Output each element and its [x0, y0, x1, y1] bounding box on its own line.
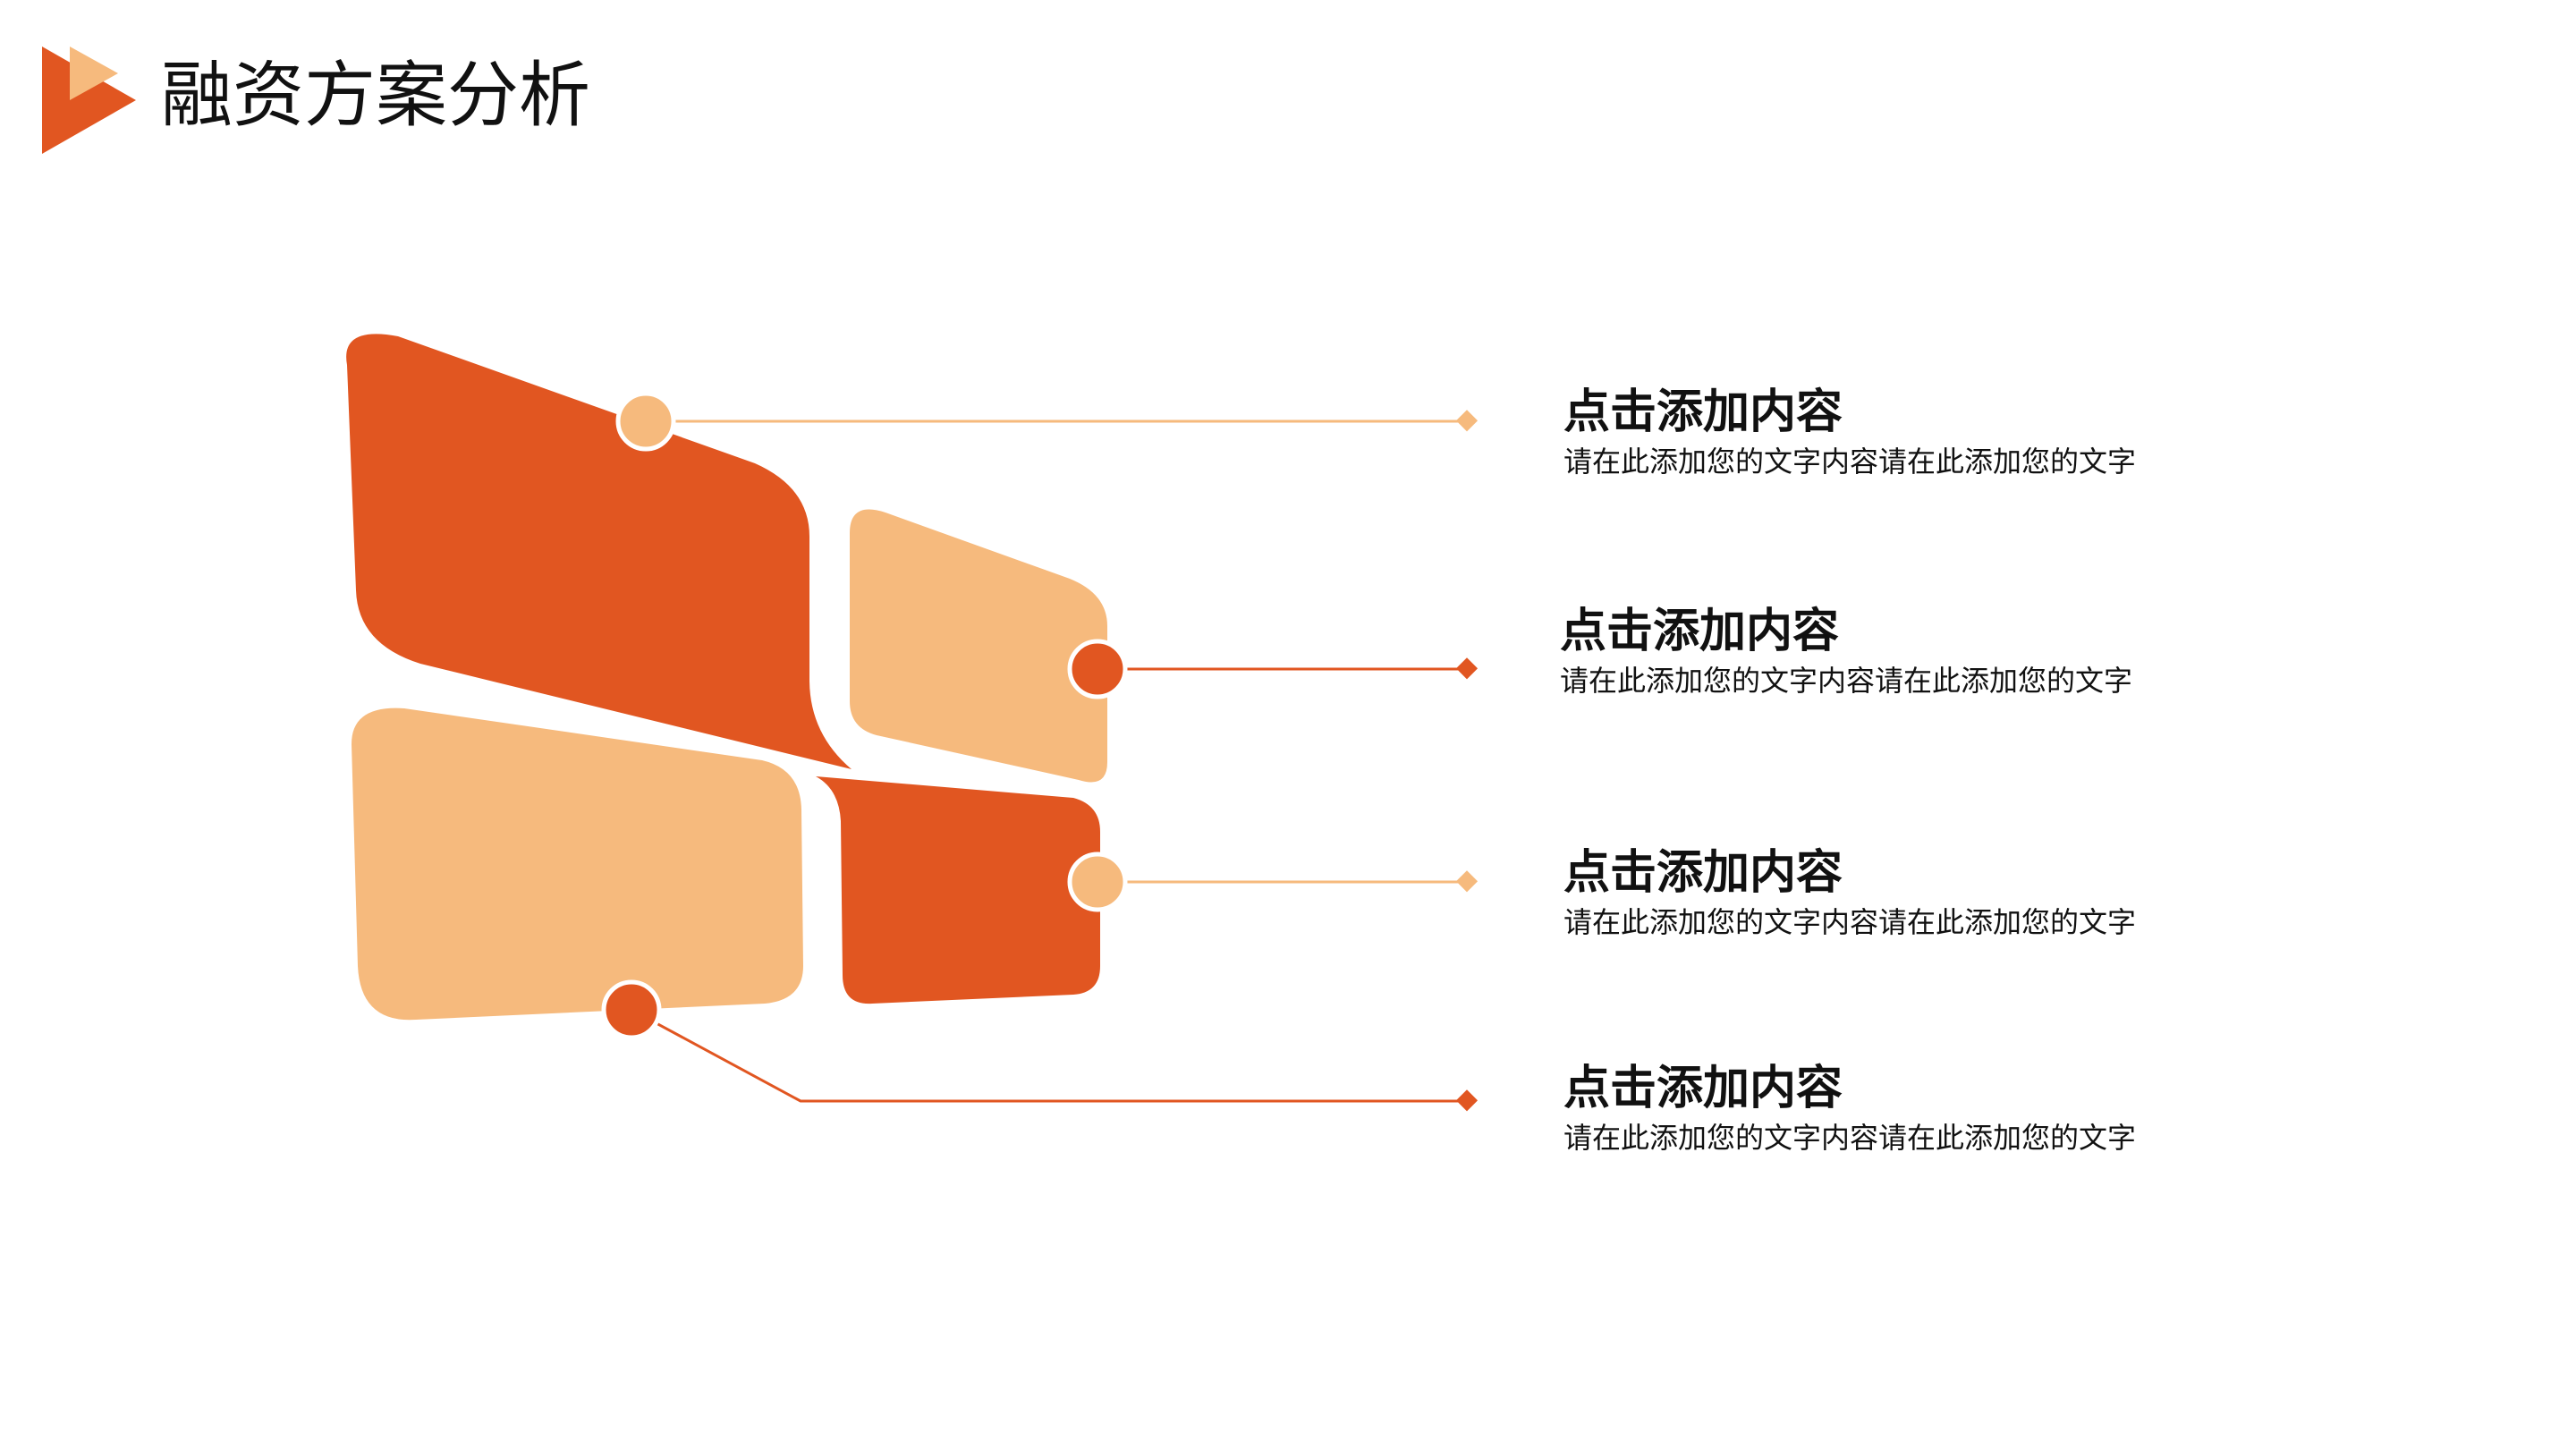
- content-item-4[interactable]: 点击添加内容 请在此添加您的文字内容请在此添加您的文字: [1563, 1059, 2136, 1157]
- diagram-block-bottom-right: [816, 776, 1100, 1004]
- diamond-marker-2: [1455, 657, 1479, 680]
- node-circle-1: [615, 391, 676, 452]
- content-item-desc[interactable]: 请在此添加您的文字内容请在此添加您的文字: [1560, 664, 2133, 698]
- content-item-title[interactable]: 点击添加内容: [1560, 605, 1840, 658]
- content-item-title[interactable]: 点击添加内容: [1563, 386, 1843, 439]
- node-circle-4: [601, 979, 662, 1040]
- content-item-2[interactable]: 点击添加内容 请在此添加您的文字内容请在此添加您的文字: [1560, 602, 2132, 700]
- diagram-block-top-right: [850, 509, 1107, 783]
- connector-line-4: [631, 1008, 1467, 1103]
- diamond-marker-4: [1455, 1089, 1479, 1112]
- diamond-marker-3: [1455, 870, 1479, 893]
- diagram-block-bottom-left: [352, 708, 803, 1021]
- node-circle-2: [1067, 639, 1128, 699]
- content-item-desc[interactable]: 请在此添加您的文字内容请在此添加您的文字: [1563, 1121, 2137, 1155]
- content-item-desc[interactable]: 请在此添加您的文字内容请在此添加您的文字: [1563, 905, 2137, 939]
- page-title: 融资方案分析: [161, 54, 590, 137]
- node-circle-3: [1067, 852, 1128, 912]
- diagram-block-top-left: [346, 334, 852, 769]
- content-item-desc[interactable]: 请在此添加您的文字内容请在此添加您的文字: [1563, 445, 2137, 479]
- play-logo-icon: [42, 47, 136, 154]
- diamond-marker-1: [1455, 410, 1479, 432]
- content-item-1[interactable]: 点击添加内容 请在此添加您的文字内容请在此添加您的文字: [1563, 383, 2136, 481]
- content-item-3[interactable]: 点击添加内容 请在此添加您的文字内容请在此添加您的文字: [1563, 843, 2136, 942]
- content-item-title[interactable]: 点击添加内容: [1563, 846, 1843, 900]
- content-item-title[interactable]: 点击添加内容: [1563, 1062, 1843, 1115]
